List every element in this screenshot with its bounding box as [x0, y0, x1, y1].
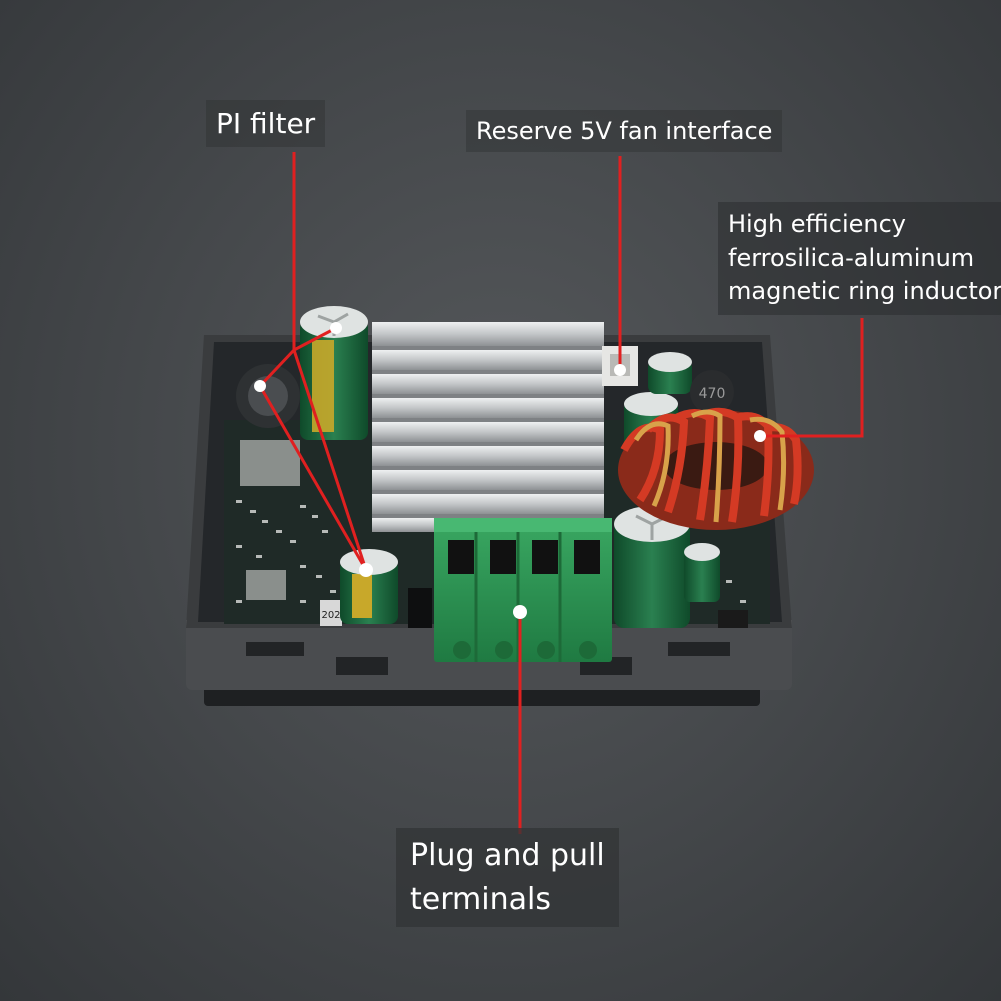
pi-filter-inductor [236, 364, 300, 428]
terminals-label: Plug and pull terminals [396, 828, 619, 927]
terminal-block [434, 518, 612, 662]
inductor-label-line-3: magnetic ring inductor [728, 277, 1001, 306]
inductor-label-line-1: High efficiency [728, 210, 906, 238]
pi-filter-capacitor-top [300, 306, 368, 440]
pi-filter-label: PI filter [206, 100, 326, 147]
callout-dots [254, 322, 766, 619]
inductor-leader [760, 318, 864, 438]
fan-interface-label: Reserve 5V fan interface [466, 110, 783, 152]
smd-inductor-470: 470 [690, 370, 734, 414]
inductor-label: High efficiency ferrosilica-aluminum mag… [718, 202, 1001, 315]
terminals-label-line-2: terminals [410, 881, 551, 917]
terminals-label-line-1: Plug and pull [410, 838, 605, 873]
inductor-label-line-2: ferrosilica-aluminum [728, 243, 975, 272]
callout-lines [258, 152, 864, 834]
heat-sink [372, 322, 604, 532]
resistor-marking: 202 [321, 610, 340, 621]
toroidal-inductor [618, 407, 814, 530]
pi-filter-capacitor-bottom [340, 549, 398, 624]
inductor-marking: 470 [699, 386, 726, 402]
